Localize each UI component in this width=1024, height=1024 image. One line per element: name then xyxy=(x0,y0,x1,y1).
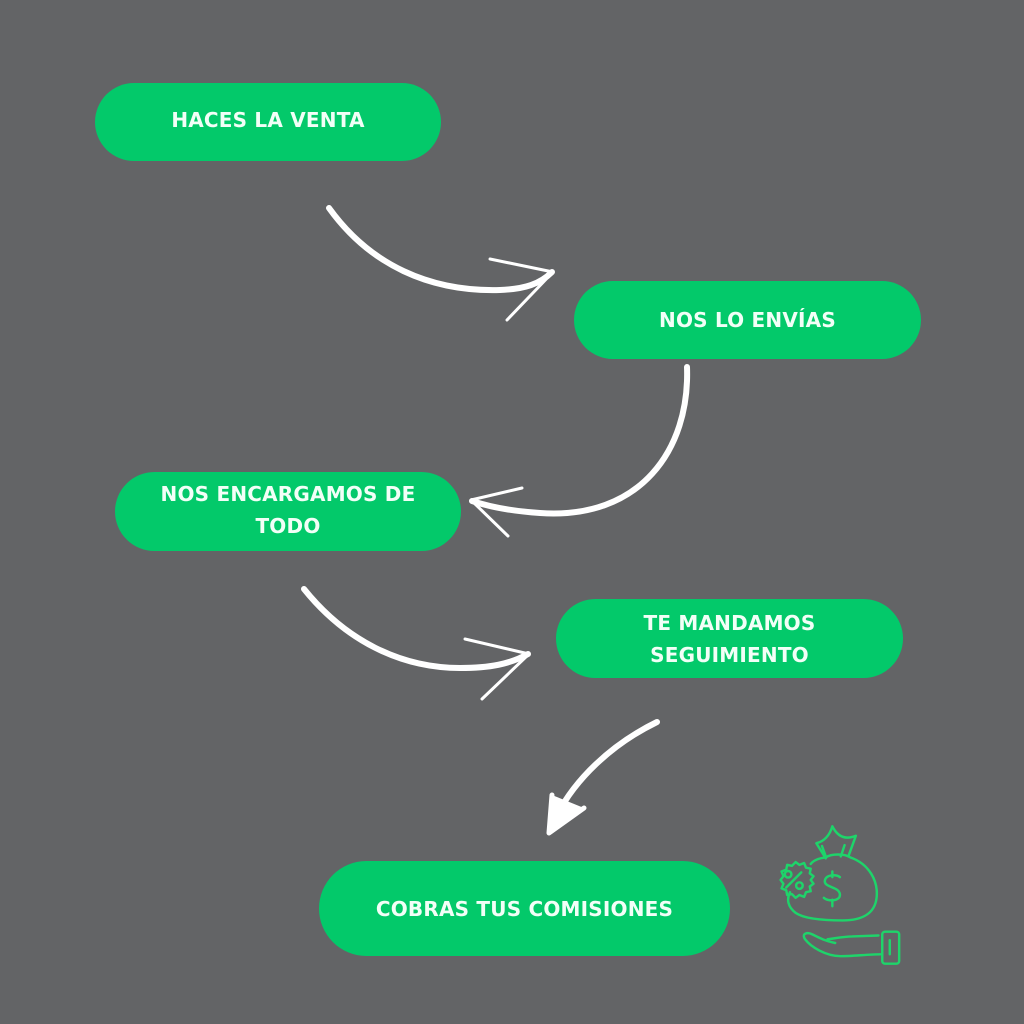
step-4-label-line-1: TE MANDAMOS xyxy=(643,610,816,635)
step-2-label: NOS LO ENVÍAS xyxy=(659,308,836,332)
money-bag-hand-icon xyxy=(779,825,901,965)
step-5-cobras-tus-comisiones: COBRAS TUS COMISIONES xyxy=(319,861,730,956)
step-2-nos-lo-envias: NOS LO ENVÍAS xyxy=(574,281,921,359)
step-1-label: HACES LA VENTA xyxy=(171,108,365,132)
step-1-haces-la-venta: HACES LA VENTA xyxy=(95,83,441,161)
curved-arrow-right-icon xyxy=(326,205,555,322)
curved-arrow-left-icon xyxy=(469,364,691,538)
step-3-label-line-2: TODO xyxy=(255,513,321,538)
curved-arrow-down-left-icon xyxy=(546,719,660,836)
step-4-te-mandamos-seguimiento: TE MANDAMOS SEGUIMIENTO xyxy=(556,599,903,678)
step-3-label-line-1: NOS ENCARGAMOS DE xyxy=(160,481,416,506)
curved-arrow-right-icon xyxy=(301,586,531,701)
step-3-nos-encargamos-de-todo: NOS ENCARGAMOS DE TODO xyxy=(115,472,461,551)
step-4-label-line-2: SEGUIMIENTO xyxy=(650,642,809,667)
step-5-label: COBRAS TUS COMISIONES xyxy=(375,896,674,921)
